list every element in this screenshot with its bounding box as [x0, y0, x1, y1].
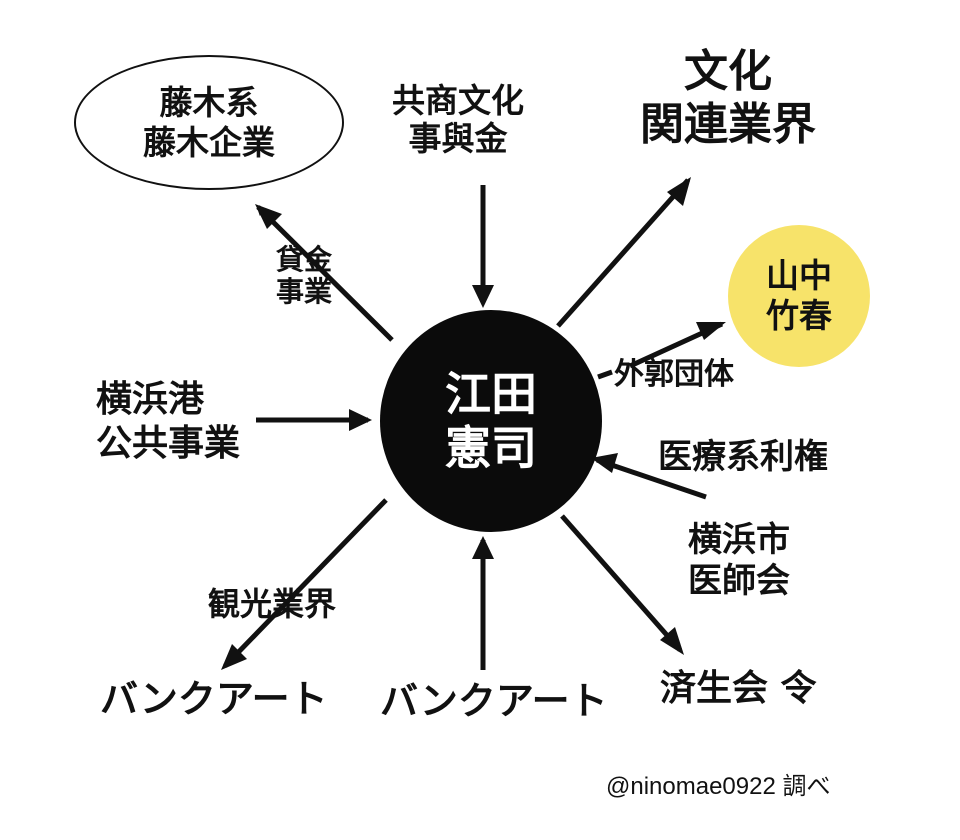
tourism-edge-label: 観光業界	[208, 586, 336, 623]
fujiki-line1: 藤木系	[159, 82, 259, 122]
credit-text: @ninomae0922 調べ	[606, 773, 831, 800]
arrowhead-culture	[667, 177, 691, 206]
arrow-to-culture	[556, 178, 690, 328]
fund-line1: 共商文化	[392, 81, 524, 120]
medical-rights-text: 医療系利権	[658, 437, 828, 477]
arrowhead-saiseikai	[660, 627, 684, 655]
arrowhead-center-top	[472, 285, 494, 308]
port-node: 横浜港 公共事業	[96, 378, 240, 466]
culture-node: 文化 関連業界	[640, 46, 816, 152]
loan-edge-label: 貸金 事業	[276, 243, 333, 309]
loan-line1: 貸金	[276, 243, 333, 276]
culture-line1: 文化	[684, 46, 772, 97]
arrowhead-port	[349, 409, 372, 431]
arrow-to-bankart-left	[223, 498, 388, 668]
bankart-center-node: バンクアート	[380, 679, 608, 724]
medical-assoc-line1: 横浜市	[688, 520, 790, 560]
fund-node: 共商文化 事與金	[392, 82, 524, 158]
culture-line2: 関連業界	[640, 98, 816, 150]
bankart-left-node: バンクアート	[100, 677, 328, 722]
tourism-text: 観光業界	[208, 585, 337, 623]
saiseikai-text: 済生会 令	[660, 668, 817, 709]
fujiki-node: 藤木系 藤木企業	[74, 55, 344, 190]
bankart-left-text: バンクアート	[100, 677, 328, 721]
arrow-to-yamanaka	[597, 369, 613, 380]
port-line1: 横浜港	[96, 379, 205, 420]
bankart-center-text: バンクアート	[380, 679, 608, 723]
arrowhead-yamanaka	[696, 322, 726, 340]
fund-line2: 事與金	[408, 118, 508, 158]
port-line2: 公共事業	[96, 422, 241, 464]
medical-rights-edge-label: 医療系利権	[658, 437, 828, 477]
arrow-to-saiseikai	[560, 514, 682, 652]
arrow-from-medical	[596, 457, 707, 500]
affiliate-edge-label: 外郭団体	[614, 357, 734, 393]
arrowhead-center-bottom	[472, 536, 494, 559]
yamanaka-line1: 山中	[766, 256, 832, 296]
medical-assoc-line2: 医師会	[688, 560, 790, 601]
affiliate-text: 外郭団体	[614, 357, 734, 392]
loan-line2: 事業	[276, 275, 333, 309]
center-name-line1: 江田	[445, 366, 537, 421]
fujiki-line2: 藤木企業	[143, 122, 275, 162]
saiseikai-node: 済生会 令	[660, 668, 817, 709]
yamanaka-line2: 竹春	[766, 296, 832, 335]
arrow-to-fujiki	[256, 205, 394, 342]
medical-assoc-node: 横浜市 医師会	[688, 520, 790, 602]
center-name-line2: 憲司	[445, 421, 537, 475]
center-node: 江田 憲司	[380, 310, 602, 532]
yamanaka-node: 山中 竹春	[728, 225, 870, 367]
arrowhead-medical	[591, 453, 618, 473]
arrowhead-bankart-left	[221, 644, 247, 670]
arrowhead-fujiki	[255, 204, 282, 229]
